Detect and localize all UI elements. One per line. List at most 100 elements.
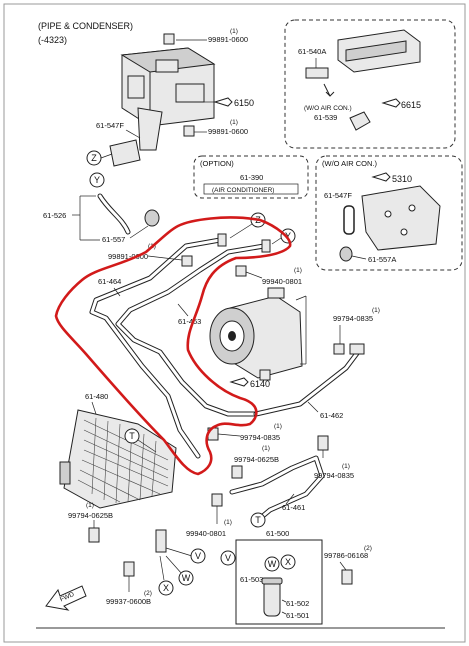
bolt-icon bbox=[183, 125, 195, 137]
option-part: 61-390 bbox=[240, 173, 263, 182]
callout-t-left-label: T bbox=[129, 431, 135, 441]
option-name-frame bbox=[203, 183, 299, 195]
callout-x-left bbox=[158, 580, 174, 596]
wo-aircon-title: (W/O AIR CON.) bbox=[322, 159, 378, 168]
part-99786-qty: (2) bbox=[364, 545, 372, 552]
ref-6150: 6150 bbox=[234, 98, 254, 108]
part-99940-b: 99940-0801 bbox=[186, 529, 226, 538]
callout-w-box bbox=[264, 556, 280, 572]
wo-aircon-box bbox=[315, 155, 463, 271]
pipe-61-463 bbox=[115, 243, 267, 417]
cover-plate-icon bbox=[361, 185, 441, 251]
part-61-500: 61-500 bbox=[266, 529, 289, 538]
bolt-icon-5 bbox=[88, 527, 100, 543]
part-99794-c-qty: (1) bbox=[262, 445, 270, 452]
part-61-464: 61-464 bbox=[98, 277, 121, 286]
seal-icon bbox=[343, 205, 355, 235]
callout-t-right bbox=[250, 512, 266, 528]
receiver-drier-box bbox=[235, 539, 323, 625]
callout-v-box-label: V bbox=[225, 553, 231, 563]
part-99794-a-qty: (1) bbox=[372, 307, 380, 314]
part-61-526: 61-526 bbox=[43, 211, 66, 220]
evaporator-flange bbox=[109, 139, 141, 167]
ref-6140: 6140 bbox=[250, 379, 270, 389]
wo-aircon-control-box bbox=[284, 19, 456, 149]
callout-x-box bbox=[280, 554, 296, 570]
part-99940-b-qty: (1) bbox=[224, 519, 232, 526]
part-99891-b: 99891-0600 bbox=[208, 127, 248, 136]
part-61-557: 61-557 bbox=[102, 235, 125, 244]
callout-w-box-label: W bbox=[268, 559, 277, 569]
part-99891-b-qty: (1) bbox=[230, 119, 238, 126]
part-99794-b-qty: (1) bbox=[274, 423, 282, 430]
callout-t-right-label: T bbox=[255, 515, 261, 525]
callout-y-top-label: Y bbox=[94, 175, 100, 185]
part-99891-a-qty: (1) bbox=[230, 28, 238, 35]
bolt-icon-10 bbox=[211, 493, 223, 507]
diagram-title: (PIPE & CONDENSER) bbox=[38, 21, 133, 31]
compressor bbox=[209, 287, 303, 381]
callout-x-left-label: X bbox=[163, 583, 169, 593]
callout-y-top bbox=[89, 172, 105, 188]
part-99937-qty: (2) bbox=[144, 590, 152, 597]
part-61-501: 61-501 bbox=[286, 611, 309, 620]
part-99937: 99937-0600B bbox=[106, 597, 151, 606]
callout-w-left bbox=[178, 570, 194, 586]
pipe-fitting-icon bbox=[217, 233, 227, 247]
ref-arrow-icon-3 bbox=[371, 172, 391, 182]
part-99794-d-qty: (1) bbox=[342, 463, 350, 470]
bolt-icon-4 bbox=[333, 343, 345, 355]
callout-v-box bbox=[220, 550, 236, 566]
part-99786: 99786-06168 bbox=[324, 551, 368, 560]
part-99794-e-qty: (1) bbox=[86, 502, 94, 509]
ref-arrow-icon-4 bbox=[229, 377, 249, 387]
grommet-icon-2 bbox=[339, 246, 353, 262]
callout-v-left-label: V bbox=[195, 551, 201, 561]
evaporator-unit bbox=[120, 33, 216, 151]
part-61-502: 61-502 bbox=[286, 599, 309, 608]
pipe-fitting-icon-3 bbox=[349, 343, 365, 355]
option-box bbox=[193, 155, 309, 199]
ref-5310: 5310 bbox=[392, 174, 412, 184]
wo-part-61-557a: 61-557A bbox=[368, 255, 396, 264]
part-61-503: 61-503 bbox=[240, 575, 263, 584]
bracket-icon bbox=[155, 529, 167, 553]
part-99940-a: 99940-0801 bbox=[262, 277, 302, 286]
part-61-540a: 61-540A bbox=[298, 47, 326, 56]
part-61-461: 61-461 bbox=[282, 503, 305, 512]
ref-arrow-icon bbox=[213, 97, 233, 107]
bolt-icon-2 bbox=[181, 255, 193, 267]
option-name: (AIR CONDITIONER) bbox=[212, 187, 274, 194]
pipe-61-461 bbox=[229, 455, 325, 523]
part-99794-d: 99794-0835 bbox=[314, 471, 354, 480]
callout-v-left bbox=[190, 548, 206, 564]
knob-icon bbox=[349, 111, 371, 131]
wo-aircon-note: (W/O AIR CON.) bbox=[304, 105, 352, 112]
callout-y-pipe-label: Y bbox=[285, 231, 291, 241]
bolt-icon-6 bbox=[123, 561, 135, 577]
part-99940-a-qty: (1) bbox=[294, 267, 302, 274]
switch-icon bbox=[305, 67, 329, 79]
bolt-icon-3 bbox=[235, 265, 247, 277]
grommet-icon bbox=[144, 209, 160, 227]
part-61-547f: 61-547F bbox=[96, 121, 124, 130]
arrow-icon bbox=[323, 83, 335, 97]
pipe-61-462 bbox=[253, 349, 361, 417]
part-61-463: 61-463 bbox=[178, 317, 201, 326]
ref-arrow-icon-2 bbox=[381, 98, 401, 108]
part-61-480: 61-480 bbox=[85, 392, 108, 401]
receiver-drier bbox=[261, 577, 283, 617]
pipe-fitting-icon-2 bbox=[261, 239, 271, 253]
part-61-462: 61-462 bbox=[320, 411, 343, 420]
page-frame bbox=[3, 3, 466, 643]
bolt-icon-8 bbox=[231, 465, 243, 479]
option-title: (OPTION) bbox=[200, 159, 234, 168]
bolt-icon-11 bbox=[341, 569, 353, 585]
pipe-61-464 bbox=[89, 237, 223, 459]
highlight-outline bbox=[54, 216, 292, 476]
callout-t-left bbox=[124, 428, 140, 444]
callout-z-top-label: Z bbox=[91, 153, 97, 163]
fwd-arrow-icon: FWD bbox=[45, 585, 87, 611]
